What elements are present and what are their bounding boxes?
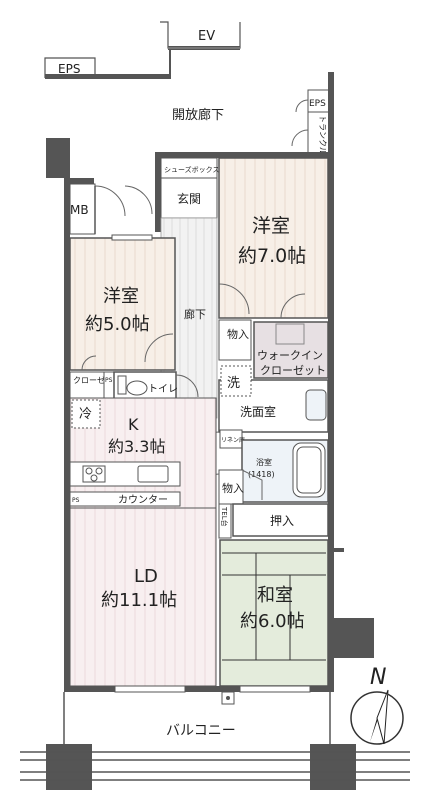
closet-label: クローゼット — [73, 375, 121, 385]
linen-label: リネン庫 — [221, 436, 245, 444]
japanese-room: 和室 約6.0帖 — [219, 539, 329, 687]
washroom-label: 洗面室 — [240, 404, 276, 419]
western-large-size: 約7.0帖 — [238, 245, 306, 267]
ld-name: LD — [134, 566, 158, 587]
bathroom: 浴室 (1418) — [241, 439, 329, 503]
hallway-label: 廊下 — [184, 307, 206, 321]
outer-walls — [20, 138, 410, 790]
north-label: N — [370, 665, 386, 690]
bath-room-label: 浴室 — [256, 457, 272, 467]
storage2-area: 物入 TEL台 押入 — [200, 469, 329, 539]
mb-label: MB — [70, 203, 89, 217]
north-arrow-icon: N — [350, 665, 404, 745]
eps-top: EPS — [44, 50, 171, 79]
ld-size: 約11.1帖 — [101, 590, 177, 611]
eps-right: EPS トランクルーム — [291, 72, 334, 171]
storage2-label: 物入 — [222, 481, 244, 495]
wash-area: 洗 洗面室 リネン庫 — [202, 365, 329, 449]
trunk-room-label: トランクルーム — [318, 115, 327, 171]
western-small-name: 洋室 — [103, 286, 139, 307]
ps2-label: PS — [72, 497, 80, 504]
eps-top-label: EPS — [58, 62, 80, 76]
japanese-size: 約6.0帖 — [240, 611, 305, 632]
western-room-large: 洋室 約7.0帖 — [218, 157, 329, 319]
entrance: シューズボックス 玄関 — [160, 157, 219, 219]
kitchen: 冷 K 約3.3帖 PS カウンター — [69, 397, 217, 509]
shoes-box-label: シューズボックス — [164, 165, 219, 174]
counter-label: カウンター — [118, 494, 168, 506]
kitchen-size: 約3.3帖 — [108, 437, 165, 456]
japanese-name: 和室 — [257, 585, 293, 606]
entrance-label: 玄関 — [177, 191, 201, 206]
walkin-name: ウォークイン — [257, 349, 323, 362]
mb-area: MB — [69, 183, 153, 235]
walkin-closet: ウォークイン クローゼット — [253, 321, 329, 379]
wash-machine-label: 洗 — [227, 376, 240, 391]
bath-size-label: (1418) — [248, 470, 275, 479]
kitchen-name: K — [128, 415, 139, 434]
western-small-size: 約5.0帖 — [85, 314, 150, 335]
storage1-label-a: 物入 — [227, 327, 249, 341]
ev-label: EV — [198, 29, 215, 44]
toilet-label: トイレ — [148, 384, 178, 395]
elevator-area: EV — [160, 21, 241, 50]
western-large-name: 洋室 — [252, 215, 290, 237]
balcony-label: バルコニー — [166, 723, 236, 739]
ps1-label: PS — [105, 377, 113, 384]
walkin-sub: クローゼット — [260, 364, 326, 377]
fridge-label: 冷 — [79, 407, 92, 422]
oshiire-label: 押入 — [270, 514, 294, 528]
western-room-small: 洋室 約5.0帖 — [69, 234, 176, 371]
windows — [114, 685, 311, 705]
living-dining: LD 約11.1帖 — [69, 507, 217, 687]
eps-right-label: EPS — [309, 99, 326, 109]
open-corridor-label: 開放廊下 — [172, 107, 224, 123]
tel-label: TEL台 — [220, 506, 229, 527]
